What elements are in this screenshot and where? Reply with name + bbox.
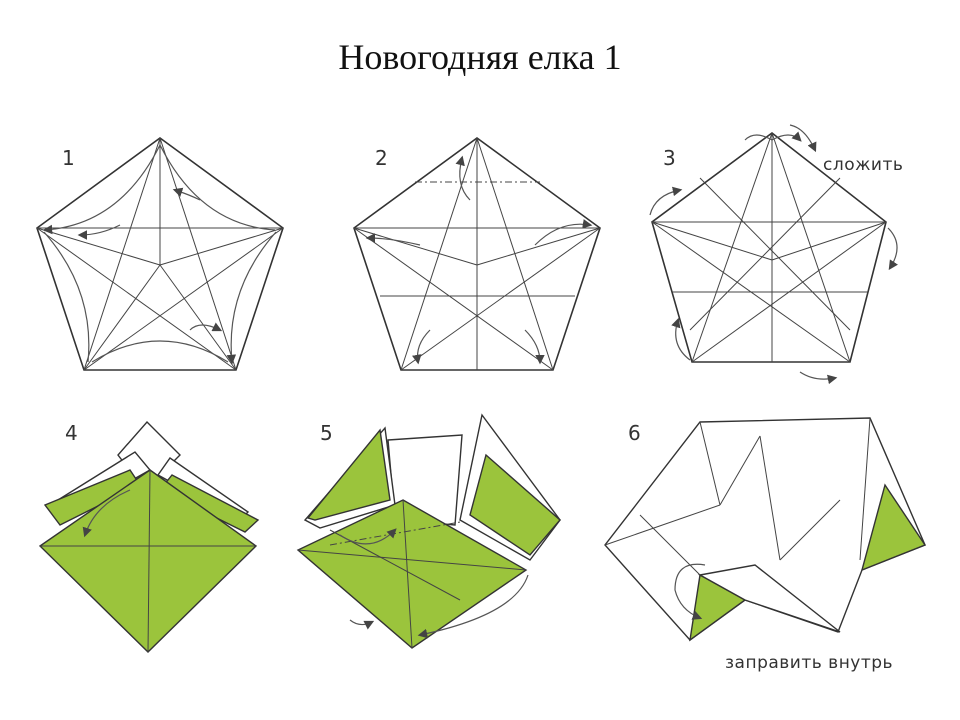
step-4: 4 (38, 420, 260, 653)
step-3-pentagon (651, 131, 887, 363)
step-6-caption: заправить внутрь (725, 653, 893, 673)
step-6-number: 6 (628, 421, 641, 445)
step-5: 5 (296, 413, 561, 649)
step-1: 1 (36, 137, 284, 371)
step-3-number: 3 (663, 146, 676, 170)
step-6: 6 заправить внутрь (604, 417, 927, 673)
page-title: Новогодняя елка 1 (338, 37, 622, 77)
step-1-pentagon (36, 137, 284, 371)
step-4-number: 4 (65, 421, 78, 445)
step-2: 2 (353, 137, 601, 371)
step-5-number: 5 (320, 421, 333, 445)
step-3: 3 сложить (649, 124, 903, 385)
step-2-number: 2 (375, 146, 388, 170)
step-1-number: 1 (62, 146, 75, 170)
step-3-caption: сложить (823, 155, 903, 175)
